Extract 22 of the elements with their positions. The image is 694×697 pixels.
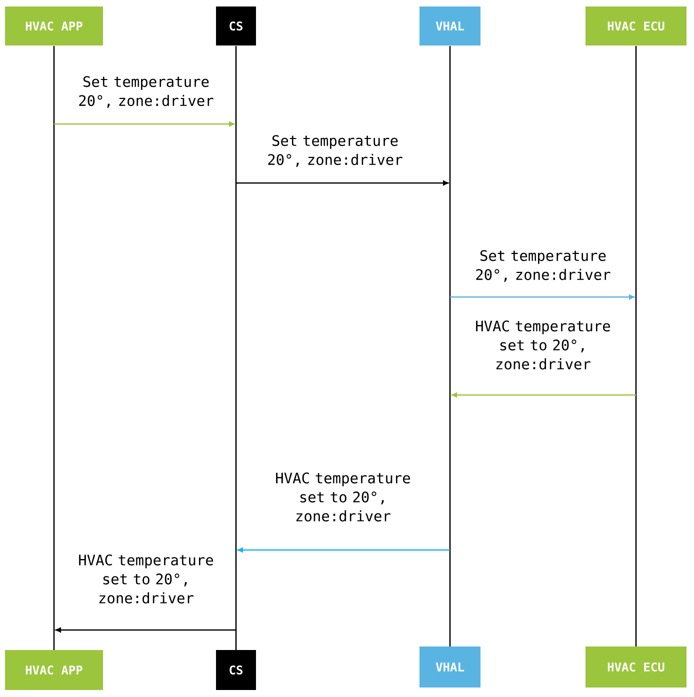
participant-box: HVAC APP [5,6,103,46]
message-arrow [56,628,236,632]
lifeline [635,46,637,647]
participant-box: VHAL [420,6,480,46]
message-arrow [236,180,448,186]
participant-box: HVAC ECU [586,6,686,46]
message-arrow [54,122,234,126]
edge-label: Set temperature 20°, zone:driver [268,135,402,167]
participant-box: VHAL [420,646,480,688]
edge-label: HVAC temperature set to 20°, zone:driver [79,554,214,604]
participant-box: HVAC ECU [586,646,686,688]
participant-box: CS [216,650,256,690]
participant-box: HVAC APP [5,650,103,690]
edge-label: Set temperature 20°, zone:driver [79,76,214,108]
lifeline [235,46,237,650]
edge-label: Set temperature 20°, zone:driver [476,250,610,282]
participant-box: CS [216,6,256,46]
message-arrow [452,392,636,398]
message-arrow [450,294,634,300]
edge-label: HVAC temperature set to 20°, zone:driver [476,320,610,370]
edge-label: HVAC temperature set to 20°, zone:driver [276,472,410,522]
message-arrow [238,548,450,552]
